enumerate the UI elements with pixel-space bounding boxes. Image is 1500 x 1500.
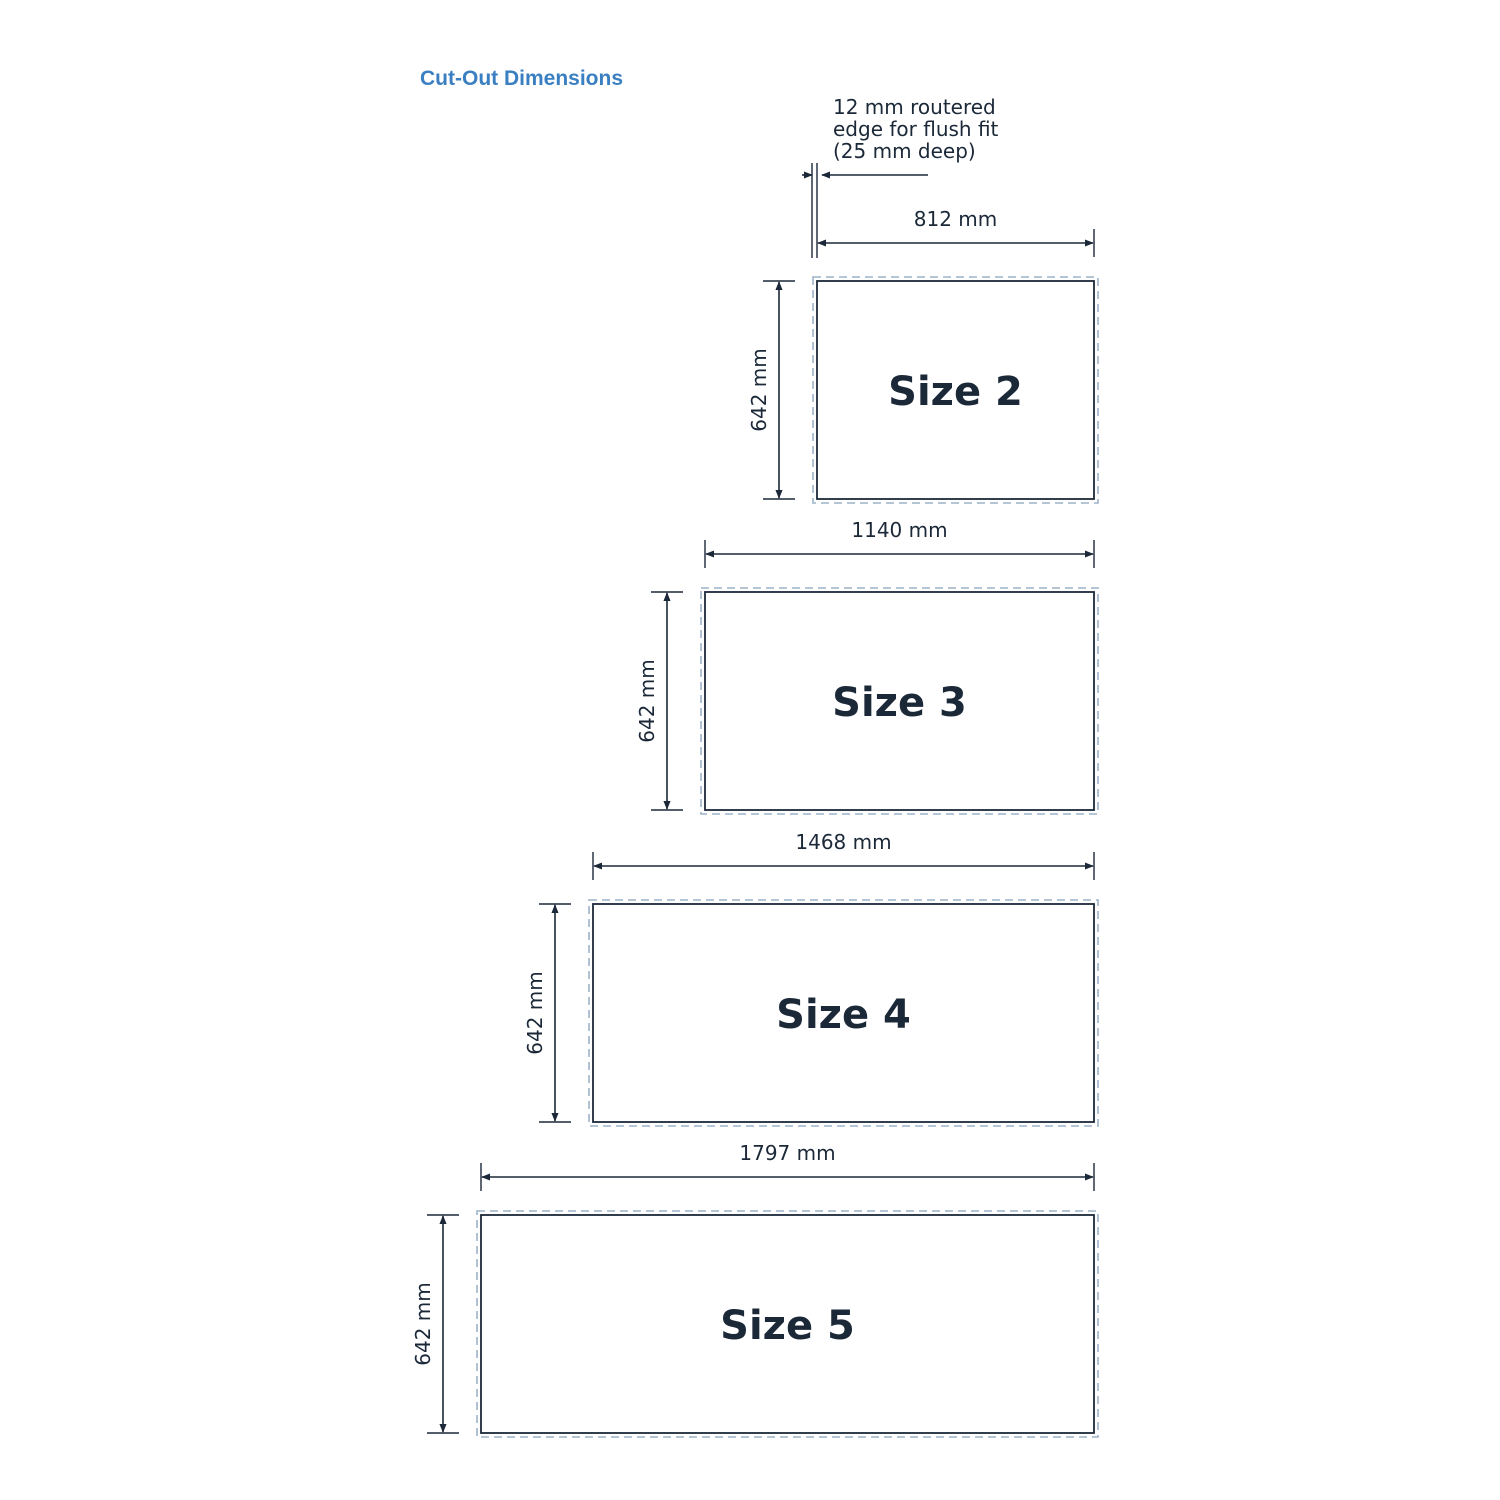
size-2-panel xyxy=(816,280,1095,500)
size-5-dashed-outline xyxy=(476,1210,1099,1438)
size-4-dashed-outline xyxy=(588,899,1099,1127)
note-line-1: 12 mm routered xyxy=(833,95,996,119)
size-4-width-label: 1468 mm xyxy=(795,830,891,854)
size-3-height-label: 642 mm xyxy=(635,659,659,743)
size-3-width-label: 1140 mm xyxy=(851,518,947,542)
size-4-label: Size 4 xyxy=(776,992,911,1038)
note-line-3: (25 mm deep) xyxy=(833,139,976,163)
size-4-height-label: 642 mm xyxy=(523,971,547,1055)
size-2-dashed-outline xyxy=(812,276,1099,504)
size-2-width-label: 812 mm xyxy=(914,207,998,231)
size-3-label: Size 3 xyxy=(832,680,967,726)
size-5-label: Size 5 xyxy=(720,1303,855,1349)
panels-group: Size 2 812 mm 642 mm Size 3 1140 mm 642 mm Siz… xyxy=(411,207,1099,1438)
diagram-title: Cut-Out Dimensions xyxy=(420,67,623,90)
size-4-panel xyxy=(592,903,1095,1123)
size-2-height-label: 642 mm xyxy=(747,348,771,432)
note-line-2: edge for flush fit xyxy=(833,117,999,141)
size-5-panel xyxy=(480,1214,1095,1434)
routered-edge-note: 12 mm routered edge for flush fit (25 mm… xyxy=(802,95,999,258)
size-5-height-label: 642 mm xyxy=(411,1282,435,1366)
size-3-dashed-outline xyxy=(700,587,1099,815)
size-3-panel xyxy=(704,591,1095,811)
size-2-label: Size 2 xyxy=(888,369,1023,415)
size-5-width-label: 1797 mm xyxy=(739,1141,835,1165)
